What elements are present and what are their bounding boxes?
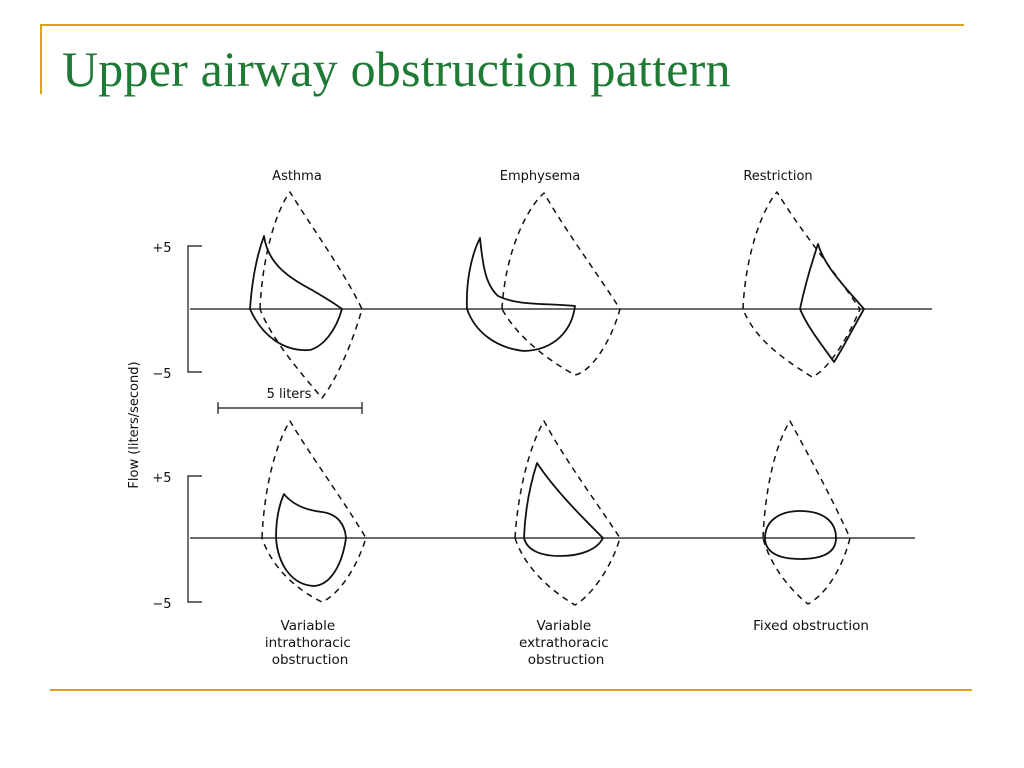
- extrathoracic-loop: [523, 462, 604, 557]
- caption-extrathoracic: Variable extrathoracic obstruction: [519, 618, 613, 668]
- extrathoracic-normal-loop: [514, 420, 621, 606]
- restriction-loop: [799, 243, 865, 363]
- label-emphysema: Emphysema: [500, 169, 580, 184]
- slide-title: Upper airway obstruction pattern: [62, 41, 731, 97]
- label-restriction: Restriction: [743, 169, 812, 184]
- asthma-loop: [249, 235, 343, 351]
- scale-label: 5 liters: [267, 387, 312, 402]
- caption-intrathoracic: Variable intrathoracic obstruction: [265, 618, 355, 668]
- label-asthma: Asthma: [272, 169, 322, 184]
- scale-bar: [217, 402, 363, 414]
- emphysema-normal-loop: [501, 192, 621, 376]
- bottom-tick-minus: −5: [152, 597, 171, 612]
- bottom-tick-plus: +5: [152, 471, 171, 486]
- bottom-axis-bracket: [187, 475, 202, 603]
- slide-bottom-rule: [50, 689, 972, 691]
- fixed-obstruction-loop: [764, 510, 837, 560]
- slide-left-rule: [40, 24, 42, 94]
- fixed-normal-loop: [762, 420, 851, 605]
- y-axis-label: Flow (liters/second): [127, 361, 142, 488]
- intrathoracic-loop: [275, 493, 347, 587]
- top-axis-bracket: [187, 245, 202, 373]
- emphysema-loop: [465, 237, 576, 352]
- flow-volume-figure: Asthma Emphysema Restriction Flow (liter…: [127, 169, 932, 668]
- slide-top-rule: [40, 24, 964, 26]
- restriction-normal-loop: [742, 191, 861, 378]
- top-tick-plus: +5: [152, 241, 171, 256]
- top-tick-minus: −5: [152, 367, 171, 382]
- caption-fixed: Fixed obstruction: [753, 618, 869, 634]
- asthma-normal-loop: [259, 191, 363, 399]
